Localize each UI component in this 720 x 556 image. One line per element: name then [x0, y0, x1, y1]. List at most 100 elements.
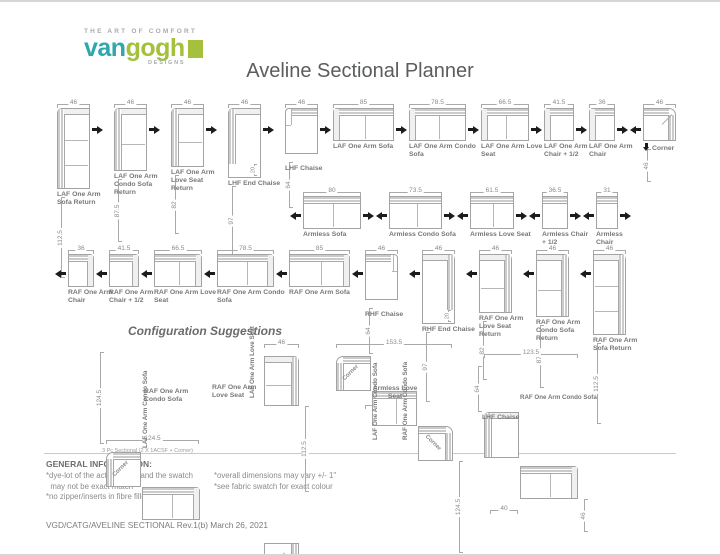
dimension-value: 36.5	[546, 187, 564, 195]
dimension-value: 46	[181, 99, 194, 107]
piece-label: LAF One Arm Chair	[589, 143, 637, 159]
arrow-tail	[516, 214, 522, 217]
v-dimension: 112.5	[593, 343, 601, 424]
shape-sofa	[154, 254, 202, 287]
shape-chaise	[285, 108, 318, 154]
shape-chaise	[365, 254, 398, 300]
dimension-value: 85	[313, 245, 326, 253]
arrow-head	[290, 212, 296, 220]
dimension-value: 112.5	[300, 439, 309, 459]
piece-label: LAF One Arm Condo Sofa Return	[114, 173, 169, 197]
armrest	[423, 255, 448, 261]
arrow-head	[141, 270, 147, 278]
piece-label-text: RHF End Chaise	[422, 326, 475, 333]
dimension-value: 46	[642, 159, 651, 172]
shape-sofa	[544, 108, 574, 141]
arrow-head	[625, 212, 631, 220]
shape-sofa	[542, 196, 568, 229]
arrow-tail	[444, 214, 450, 217]
piece-label: Armless Condo Sofa	[389, 231, 464, 239]
shape-return	[171, 108, 204, 167]
h-dimension: 31	[596, 187, 618, 196]
arrow-head	[352, 270, 358, 278]
v-dimension: 97	[422, 332, 430, 402]
shape-sofa	[409, 108, 466, 141]
seat-divider	[179, 262, 180, 285]
dimension-value: 36	[75, 245, 87, 253]
shape-sofa	[289, 254, 350, 287]
shape-sofa	[589, 108, 615, 141]
piece-label-text: LHF End Chaise	[228, 180, 281, 187]
piece-rhf-chaise: 466440RHF Chaise	[364, 245, 407, 409]
dimension-value: 64	[364, 325, 373, 337]
attach-arrow-left-icon	[409, 270, 420, 278]
backrest-strip	[445, 433, 452, 460]
backrest-strip	[521, 467, 572, 474]
h-dimension: 123.5	[484, 349, 578, 358]
backrest-strip	[485, 413, 492, 457]
piece-label-text: Armless Love Seat	[470, 231, 531, 238]
arrow-tail	[462, 214, 468, 217]
arrow-tail	[363, 214, 369, 217]
piece-label: RAF One Arm Love Seat Return	[479, 315, 534, 339]
backrest-strip	[110, 255, 133, 262]
backrest-strip	[595, 109, 614, 116]
dimension-value: 85	[357, 99, 370, 107]
arrow-head	[409, 270, 415, 278]
seat-divider	[172, 495, 173, 518]
configuration-caption: 3 Pc Sectional (2 X 1ACSF + Corner)	[102, 448, 193, 454]
seat-divider	[122, 144, 145, 145]
piece-label: RAF One Arm Sofa Return	[593, 337, 648, 353]
h-dimension: 46	[536, 245, 569, 254]
general-information-column-2: *overall dimensions may vary +/- 1" *see…	[214, 471, 336, 492]
seat-divider	[393, 255, 394, 271]
piece-label: Armless Love Seat	[372, 385, 418, 401]
piece-label-text: Armless Chair	[596, 231, 623, 247]
dimension-value: 66.5	[169, 245, 187, 253]
attach-arrow-left-icon	[457, 212, 468, 220]
backrest-strip	[487, 109, 528, 116]
arrow-head	[473, 126, 479, 134]
h-dimension: 46	[171, 99, 204, 108]
shape-sofa	[520, 466, 578, 499]
dimension-value: 82	[170, 198, 179, 211]
piece-label: RAF One Arm Chair	[68, 289, 116, 305]
arrow-head	[536, 126, 542, 134]
logo-green-block-icon	[187, 40, 203, 58]
v-dimension: 124.5	[96, 352, 104, 444]
arrow-head	[376, 212, 382, 220]
seat-divider	[595, 311, 618, 312]
arrow-tail	[209, 272, 215, 275]
piece-label-text: RAF One Arm Condo Sofa	[217, 289, 285, 305]
v-dimension: 87.5	[536, 325, 544, 388]
piece-label-text: LAF One Arm Condo Sofa	[409, 143, 476, 159]
attach-arrow-left-icon	[204, 270, 215, 278]
backrest-strip	[115, 109, 122, 170]
piece-label: Armless Chair	[596, 231, 640, 247]
h-dimension: 46	[57, 99, 90, 108]
shape-corner: Corner	[106, 452, 141, 487]
arrow-head	[368, 212, 374, 220]
logo-designs-text: DESIGNS	[148, 60, 186, 66]
piece-label: RAF One Arm Condo Sofa Return	[536, 319, 591, 343]
piece-label-text: RAF One Arm Condo Sofa Return	[536, 319, 581, 343]
armrest	[343, 255, 349, 286]
arrow-head	[581, 126, 587, 134]
backrest-strip	[339, 109, 393, 116]
seat-divider	[266, 385, 291, 386]
sub-dimension: 20	[250, 164, 258, 176]
attach-arrow-right-icon	[396, 126, 407, 134]
arrow-tail	[471, 272, 477, 275]
attach-arrow-right-icon	[570, 212, 581, 220]
backrest-strip	[419, 427, 446, 434]
armrest	[87, 255, 93, 286]
dimension-value: 20	[250, 165, 257, 175]
h-dimension: 46	[264, 339, 299, 348]
piece-label-text: LAF One Arm Condo Sofa Return	[114, 173, 158, 197]
